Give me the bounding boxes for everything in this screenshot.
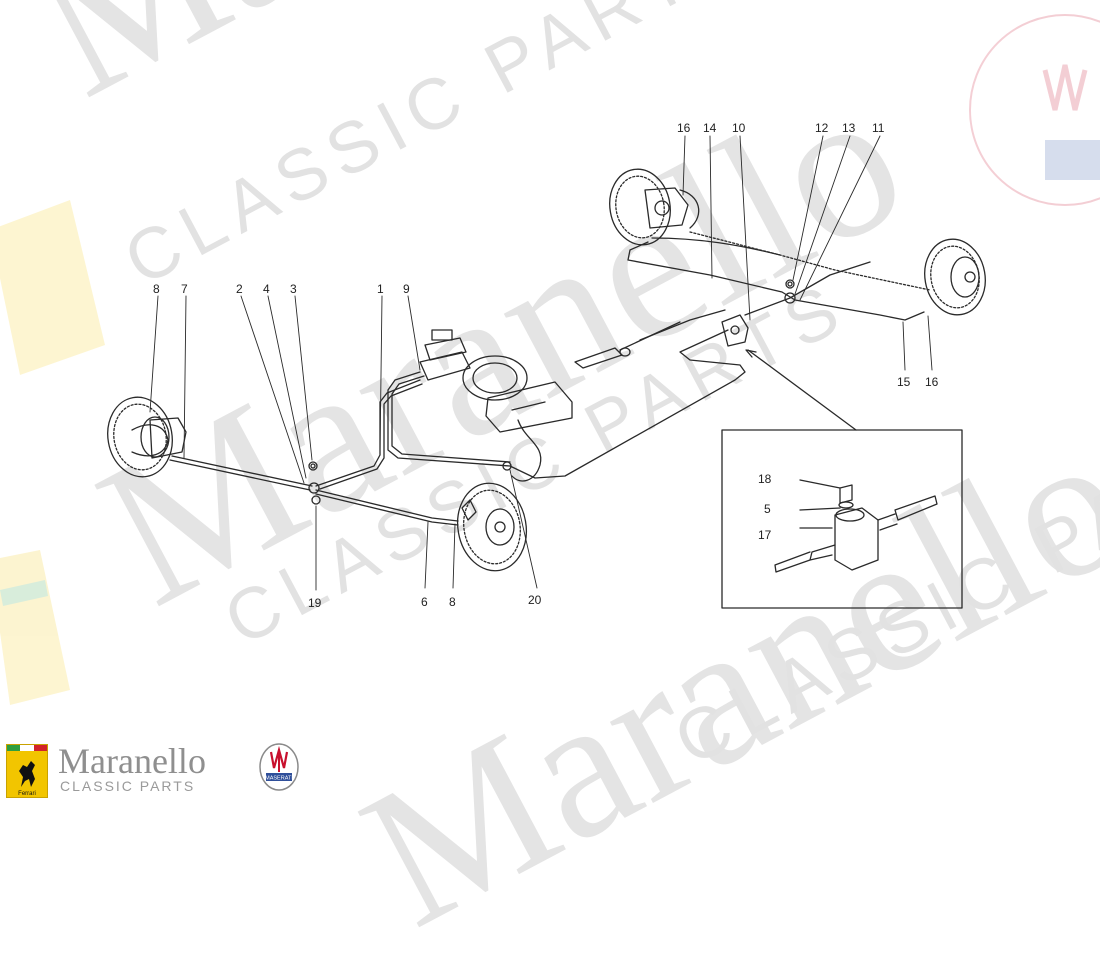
main-rear-brake-line: [387, 329, 746, 479]
maserati-trident-icon: MASERATI: [259, 743, 299, 791]
rear-left-brake-disc: [609, 168, 700, 246]
front-left-brake-disc: [107, 396, 187, 478]
callout-16-rear-right: 16: [925, 375, 939, 389]
faint-ferrari-shield-left-icon: [0, 200, 105, 705]
callout-leader-lines: [149, 135, 933, 591]
callout-1: 1: [377, 282, 384, 296]
callout-19: 19: [308, 596, 322, 610]
callout-3: 3: [290, 282, 297, 296]
logo-tagline: CLASSIC PARTS: [60, 778, 196, 794]
callout-12: 12: [815, 121, 829, 135]
callout-20: 20: [528, 593, 542, 607]
callout-16-rear-left: 16: [677, 121, 691, 135]
callout-11: 11: [872, 121, 885, 135]
rear-brake-lines: [627, 231, 931, 341]
callout-6: 6: [421, 595, 428, 609]
faint-maserati-badge-right-icon: [969, 14, 1100, 206]
callout-labels: 1 2 3 4 5 6 7 8 8 9 10 11 12 13 14 15 16…: [153, 121, 939, 610]
callout-15: 15: [897, 375, 911, 389]
callout-8-front-right: 8: [449, 595, 456, 609]
handbrake-lever: [574, 321, 681, 369]
callout-13: 13: [842, 121, 856, 135]
brake-system-diagram: 1 2 3 4 5 6 7 8 8 9 10 11 12 13 14 15 16…: [107, 121, 986, 610]
callout-7: 7: [181, 282, 188, 296]
callout-4: 4: [263, 282, 270, 296]
ferrari-badge-text: Ferrari: [18, 791, 36, 797]
callout-17: 17: [758, 528, 772, 542]
maranello-classic-parts-logo: Ferrari Maranello CLASSIC PARTS MASERATI: [6, 738, 306, 798]
callout-9: 9: [403, 282, 410, 296]
watermark-badges: [0, 14, 1100, 705]
maserati-badge-text: MASERATI: [265, 776, 293, 782]
regulator-detail-inset: [721, 349, 963, 609]
callout-18: 18: [758, 472, 772, 486]
prancing-horse-icon: Ferrari: [18, 761, 36, 797]
brake-pressure-regulator: [721, 314, 749, 347]
rear-right-brake-disc: [924, 238, 986, 316]
italian-flag-stripe: [7, 745, 47, 751]
logo-brand-name: Maranello: [58, 741, 206, 781]
callout-10: 10: [732, 121, 746, 135]
callout-2: 2: [236, 282, 243, 296]
callout-5: 5: [764, 502, 771, 516]
callout-14: 14: [703, 121, 717, 135]
master-cylinder-booster: [419, 329, 573, 482]
callout-8-front-left: 8: [153, 282, 160, 296]
front-brake-lines: [169, 379, 459, 526]
ferrari-shield-icon: Ferrari: [6, 744, 48, 798]
front-right-brake-disc: [457, 482, 527, 572]
